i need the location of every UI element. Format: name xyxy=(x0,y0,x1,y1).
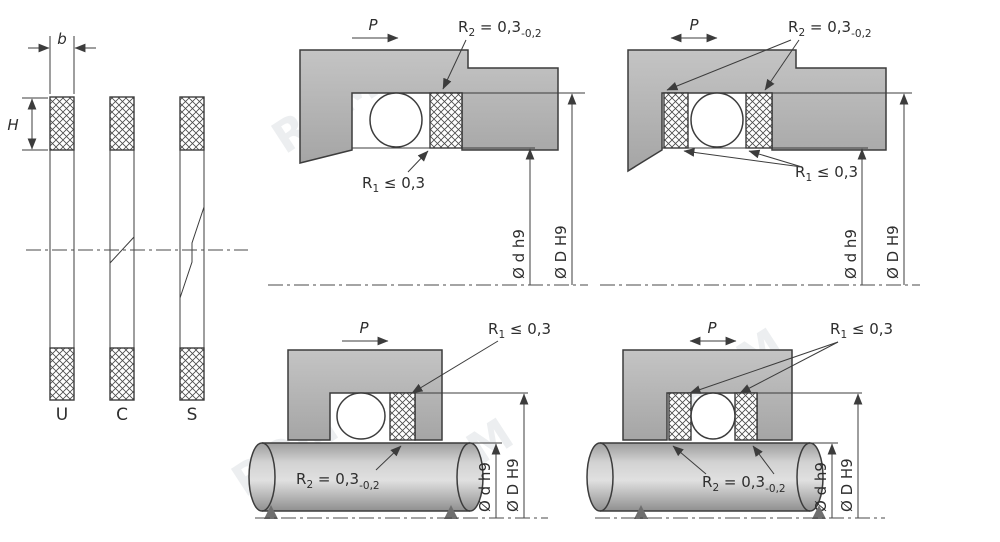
r2-leader xyxy=(442,39,467,90)
r1-annotation: R1 ≤ 0,3 xyxy=(488,320,551,341)
r2-annotation: R2 = 0,3-0,2 xyxy=(296,470,380,492)
ring-cross-section xyxy=(179,96,205,151)
backup-ring-section xyxy=(429,92,463,149)
dim-rod-diameter: Ø d h9 xyxy=(842,229,860,279)
ring-type-label-C: C xyxy=(116,405,128,425)
backup-ring-section xyxy=(745,92,773,149)
rod-end-cap xyxy=(586,442,614,512)
r2-annotation: R2 = 0,3-0,2 xyxy=(702,473,786,495)
backup-ring-section xyxy=(668,392,692,441)
r1-leader xyxy=(689,341,839,394)
ring-cross-section xyxy=(109,347,135,401)
o-ring-section xyxy=(690,92,744,148)
r1-annotation: R1 ≤ 0,3 xyxy=(795,163,858,184)
angle-cut-line xyxy=(109,236,135,264)
diagram-top-right: P R2 = 0,3-0,2 R1 ≤ 0,3 Ø d h9 Ø D H9 xyxy=(600,16,920,286)
r2-leader xyxy=(764,39,800,91)
o-ring-section xyxy=(369,92,423,148)
rod-cylinder xyxy=(248,442,484,512)
pressure-label: P xyxy=(689,16,699,34)
step-cut-line xyxy=(179,206,205,299)
o-ring-section xyxy=(690,392,736,440)
dim-rod-diameter: Ø d h9 xyxy=(812,462,830,512)
dim-bore-diameter: Ø D H9 xyxy=(884,225,902,279)
r2-annotation: R2 = 0,3-0,2 xyxy=(458,18,542,40)
r1-leader xyxy=(407,150,429,173)
housing-section xyxy=(299,49,559,164)
diagram-top-left: P R2 = 0,3-0,2 R1 ≤ 0,3 Ø d h9 Ø D H9 xyxy=(268,16,588,286)
ring-profiles-panel: b H U C xyxy=(7,30,248,425)
pressure-label: P xyxy=(707,319,717,337)
dimension-H-label: H xyxy=(7,116,18,134)
r2-leader xyxy=(672,445,707,475)
ring-profile-S: S xyxy=(179,96,205,425)
break-mark xyxy=(812,505,826,519)
r1-annotation: R1 ≤ 0,3 xyxy=(830,320,893,341)
r1-leader xyxy=(748,149,803,168)
ring-cross-section xyxy=(49,347,75,401)
pressure-label: P xyxy=(359,319,369,337)
ring-profile-C: C xyxy=(109,96,135,425)
dim-bore-diameter: Ø D H9 xyxy=(552,225,570,279)
r1-leader xyxy=(683,148,803,168)
o-ring-section xyxy=(336,392,386,440)
ring-cross-section xyxy=(109,96,135,151)
r2-leader xyxy=(375,445,402,471)
rod-end-cap xyxy=(248,442,276,512)
rod-body xyxy=(262,443,470,511)
dim-rod-diameter: Ø d h9 xyxy=(476,462,494,512)
ring-cross-section xyxy=(179,347,205,401)
dimension-b-label: b xyxy=(57,30,67,48)
r2-leader xyxy=(666,39,792,91)
ring-type-label-U: U xyxy=(56,405,68,425)
dim-bore-diameter: Ø D H9 xyxy=(504,458,522,512)
r1-leader xyxy=(739,341,839,394)
pressure-label: P xyxy=(368,16,378,34)
r2-leader xyxy=(752,445,775,475)
break-mark xyxy=(634,505,648,519)
backup-ring-section xyxy=(389,392,416,441)
r1-leader xyxy=(411,340,499,394)
rod-cylinder xyxy=(586,442,824,512)
break-mark xyxy=(264,505,278,519)
dim-rod-diameter: Ø d h9 xyxy=(510,229,528,279)
backup-ring-section xyxy=(663,92,689,149)
ring-cross-section xyxy=(49,96,75,151)
dim-bore-diameter: Ø D H9 xyxy=(838,458,856,512)
r1-annotation: R1 ≤ 0,3 xyxy=(362,174,425,195)
diagram-bottom-left: P R1 ≤ 0,3 R2 = 0,3-0,2 Ø d h9 Ø D H9 xyxy=(248,319,551,519)
ring-type-label-S: S xyxy=(187,405,198,425)
diagram-bottom-right: P R1 ≤ 0,3 R2 = 0,3-0,2 Ø d h9 Ø D H9 xyxy=(586,319,893,519)
ring-profile-U: U xyxy=(49,96,75,425)
break-mark xyxy=(444,505,458,519)
dimension-H: H xyxy=(7,97,48,151)
rod-body xyxy=(600,443,810,511)
r2-annotation: R2 = 0,3-0,2 xyxy=(788,18,872,40)
dimension-b: b xyxy=(28,30,96,94)
backup-ring-section xyxy=(734,392,758,441)
